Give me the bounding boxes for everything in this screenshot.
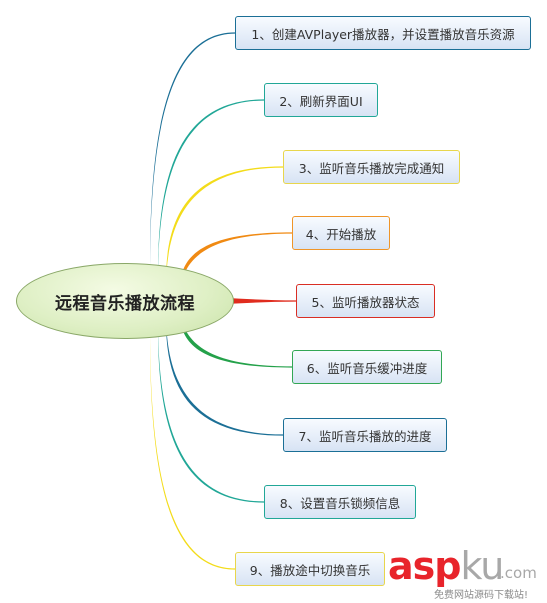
connector-6 bbox=[180, 304, 292, 368]
branch-node-7[interactable]: 7、监听音乐播放的进度 bbox=[283, 418, 447, 452]
root-node[interactable]: 远程音乐播放流程 bbox=[16, 263, 234, 339]
branch-node-6[interactable]: 6、监听音乐缓冲进度 bbox=[292, 350, 442, 384]
watermark-logo: aspku .com 免费网站源码下载站! bbox=[388, 544, 546, 602]
connector-8 bbox=[158, 320, 264, 503]
branch-node-2[interactable]: 2、刷新界面UI bbox=[264, 83, 378, 117]
watermark-suffix: .com bbox=[500, 564, 537, 582]
branch-node-1[interactable]: 1、创建AVPlayer播放器，并设置播放音乐资源 bbox=[235, 16, 531, 50]
connector-9 bbox=[150, 328, 235, 570]
connector-2 bbox=[158, 99, 264, 282]
connector-4 bbox=[180, 232, 292, 298]
watermark-brand-red: asp bbox=[388, 544, 461, 588]
connector-5 bbox=[222, 297, 296, 305]
branch-node-5[interactable]: 5、监听播放器状态 bbox=[296, 284, 435, 318]
branch-node-3[interactable]: 3、监听音乐播放完成通知 bbox=[283, 150, 460, 184]
watermark-subtitle: 免费网站源码下载站! bbox=[434, 590, 529, 601]
connector-1 bbox=[150, 32, 235, 274]
watermark-brand-gray: ku bbox=[460, 544, 504, 588]
branch-node-4[interactable]: 4、开始播放 bbox=[292, 216, 390, 250]
branch-node-9[interactable]: 9、播放途中切换音乐 bbox=[235, 552, 385, 586]
branch-node-8[interactable]: 8、设置音乐锁频信息 bbox=[264, 485, 416, 519]
